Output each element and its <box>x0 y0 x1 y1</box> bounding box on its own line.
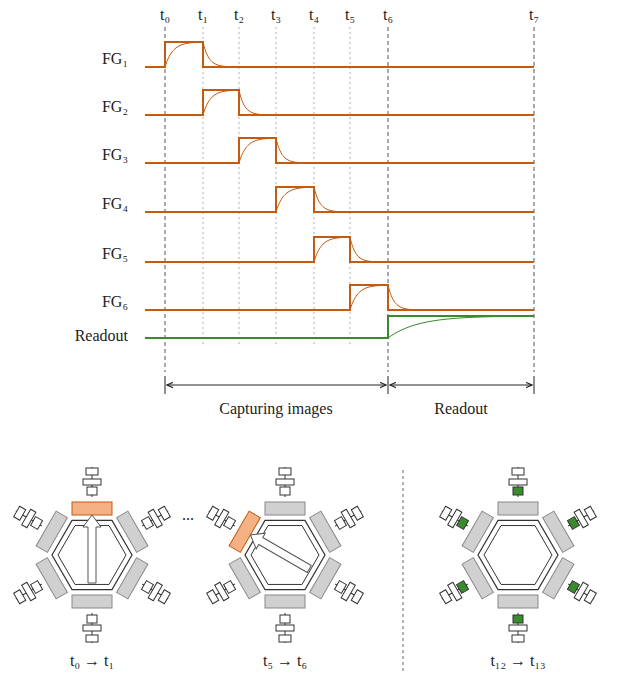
frame-label: t₅ → t₆ <box>263 652 307 670</box>
phase-label: Capturing images <box>219 400 332 418</box>
gate-response <box>276 187 359 212</box>
time-guide <box>203 27 204 345</box>
time-mark: t₅ <box>345 6 355 24</box>
time-guide <box>165 27 166 372</box>
gate-pulse <box>145 285 534 310</box>
gate-response <box>239 138 321 163</box>
gate-pulse <box>145 187 534 212</box>
signal-name: FG₆ <box>102 293 128 311</box>
phase-label: Readout <box>434 400 487 418</box>
time-mark: t₂ <box>234 6 244 24</box>
gate-pulse <box>145 237 534 262</box>
bracket-tick <box>534 376 535 394</box>
time-mark: t₄ <box>309 6 319 24</box>
gate-response <box>314 237 395 262</box>
signal-name: FG₅ <box>102 245 128 263</box>
time-mark: t₀ <box>160 6 170 24</box>
frame-label: t₀ → t₁ <box>70 652 114 670</box>
hex-rig <box>199 467 371 643</box>
signal-name: FG₄ <box>102 195 128 213</box>
time-guide <box>239 27 240 345</box>
signal-name: FG₃ <box>102 146 128 164</box>
signal-name: FG₁ <box>102 50 128 68</box>
span-arrow <box>167 385 386 386</box>
bracket-tick <box>388 376 389 394</box>
readout-response <box>388 316 534 338</box>
time-guide <box>534 27 535 372</box>
time-mark: t₃ <box>271 6 281 24</box>
frame-label: ... <box>182 506 194 524</box>
time-mark: t₆ <box>383 6 393 24</box>
time-mark: t₇ <box>529 6 539 24</box>
gate-response <box>203 90 284 115</box>
gate-response <box>165 42 248 67</box>
gate-pulse <box>145 138 534 163</box>
bracket-tick <box>165 376 166 394</box>
hex-rig <box>432 467 604 643</box>
signal-name: FG₂ <box>102 98 128 116</box>
gate-pulse <box>145 90 534 115</box>
hex-rig <box>6 467 178 643</box>
time-mark: t₁ <box>198 6 208 24</box>
readout-signal <box>145 316 534 338</box>
separator <box>403 470 404 672</box>
gate-response <box>350 285 433 310</box>
gate-pulse <box>145 42 534 67</box>
span-arrow <box>390 385 532 386</box>
frame-label: t₁₂ → t₁₃ <box>490 652 545 670</box>
signal-name: Readout <box>75 327 128 345</box>
